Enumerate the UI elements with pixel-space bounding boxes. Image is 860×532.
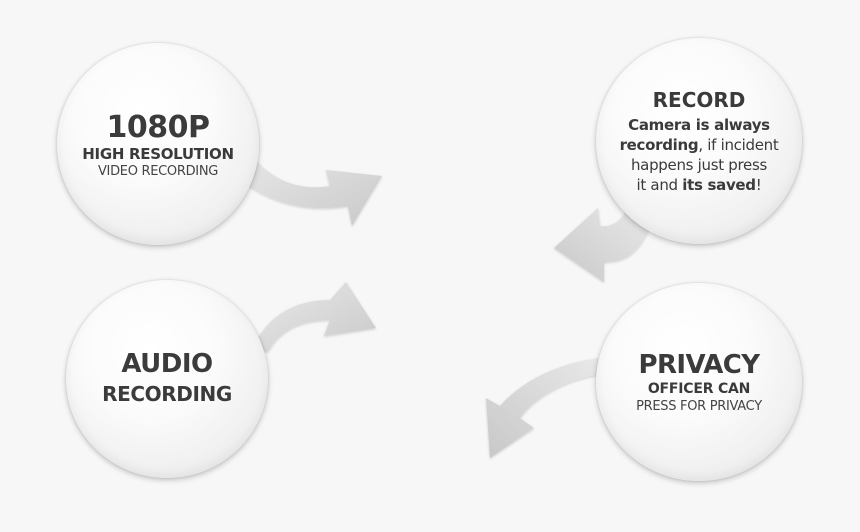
feature-record-circle: RECORD Camera is always recording, if in…: [596, 38, 802, 244]
feature-1080p-subtitle: HIGH RESOLUTION: [82, 145, 234, 163]
feature-privacy-subtitle: OFFICER CAN: [647, 380, 751, 397]
feature-record-line3: happens just press: [630, 156, 767, 174]
feature-privacy-title: PRIVACY: [638, 349, 761, 380]
feature-audio-circle: AUDIO RECORDING: [66, 280, 268, 478]
feature-record-title: RECORD: [652, 88, 746, 112]
feature-privacy-circle: PRIVACY OFFICER CAN PRESS FOR PRIVACY: [596, 283, 802, 481]
arrow-record-left: [554, 204, 650, 282]
feature-privacy-caption: PRESS FOR PRIVACY: [636, 398, 762, 414]
feature-1080p-title: 1080P: [106, 110, 210, 145]
arrow-audio-right: [254, 282, 376, 352]
feature-1080p-circle: 1080P HIGH RESOLUTION VIDEO RECORDING: [57, 43, 259, 245]
arrow-1080p-right: [236, 150, 382, 226]
feature-record-line1: Camera is always: [628, 116, 770, 134]
arrow-privacy-left: [486, 358, 604, 458]
feature-audio-line1: AUDIO: [121, 349, 213, 379]
feature-1080p-caption: VIDEO RECORDING: [97, 164, 219, 179]
feature-record-line4-bold: its saved: [682, 176, 756, 194]
feature-record-line2-bold: recording: [619, 136, 699, 154]
feature-record-line2-rest: , if incident: [698, 136, 779, 154]
feature-record-line4-post: !: [755, 176, 762, 194]
feature-record-line4-pre: it and: [636, 176, 683, 194]
feature-record-body: Camera is always recording, if incident …: [620, 115, 779, 195]
feature-audio-line2: RECORDING: [102, 382, 232, 406]
